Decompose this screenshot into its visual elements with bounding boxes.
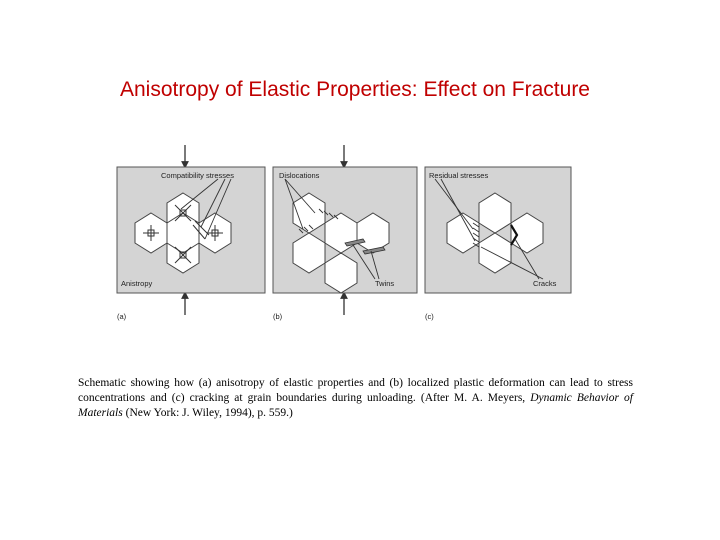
caption-book-title: Dynamic Behavior of Materials	[78, 392, 633, 419]
slide-title: Anisotropy of Elastic Properties: Effect…	[120, 78, 590, 101]
label-anistropy: Anistropy	[121, 279, 153, 288]
figure-schematic: Compatibility stresses Anistropy (a)	[113, 143, 575, 325]
panel-letter-b: (b)	[273, 312, 283, 321]
label-twins: Twins	[375, 279, 394, 288]
caption-text-2: (New York: J. Wiley, 1994), p. 559.)	[122, 407, 293, 419]
twin-bands-b	[344, 238, 386, 255]
leaders-b	[284, 178, 380, 280]
figure-caption: Schematic showing how (a) anisotropy of …	[78, 376, 633, 421]
caption-text-1: Schematic showing how (a) anisotropy of …	[78, 377, 633, 404]
panel-a: Compatibility stresses Anistropy (a)	[116, 145, 266, 321]
panel-b: Dislocations Twins (b)	[272, 145, 418, 321]
panel-letter-c: (c)	[425, 312, 434, 321]
crack-lines-c	[510, 224, 519, 246]
label-cracks: Cracks	[533, 279, 557, 288]
panel-c: Residual stresses Cracks (c)	[424, 166, 572, 321]
leaders-c	[434, 178, 544, 280]
leaders-a	[180, 178, 232, 240]
dislocation-symbols-b	[298, 208, 339, 234]
grains-a	[134, 192, 232, 274]
panel-letter-a: (a)	[117, 312, 127, 321]
grains-b	[292, 192, 390, 294]
grains-c	[446, 192, 544, 274]
label-residual-stresses: Residual stresses	[429, 171, 488, 180]
label-dislocations: Dislocations	[279, 171, 320, 180]
label-compatibility-stresses: Compatibility stresses	[161, 171, 234, 180]
stress-symbols-a	[143, 204, 223, 264]
